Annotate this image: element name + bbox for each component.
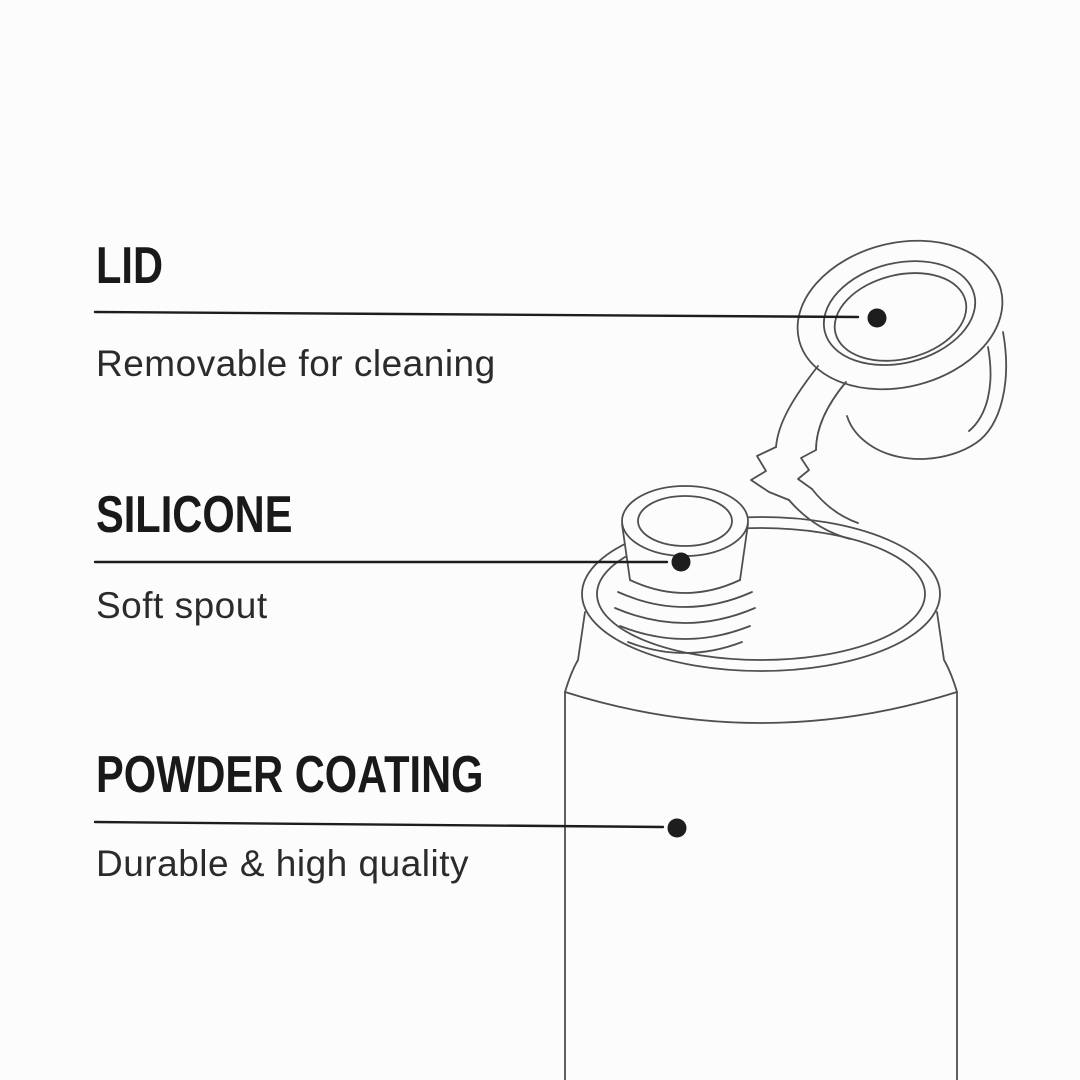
lid-arm — [815, 381, 847, 451]
lid-arm — [775, 365, 819, 448]
leader-line-lid — [93, 310, 860, 319]
outline-path — [833, 272, 968, 362]
callout-subtitle-powder-coating: Durable & high quality — [96, 843, 469, 884]
hinge-hook — [788, 499, 851, 540]
hinge — [797, 449, 817, 490]
hinge-hook — [811, 488, 859, 524]
thread-line — [627, 641, 743, 654]
thread-line — [614, 607, 756, 624]
cap-rim — [581, 516, 941, 672]
outline-path — [621, 523, 631, 581]
leader-line-powder-coating — [93, 820, 665, 829]
lid-skirt-inner — [968, 346, 992, 432]
callout-subtitle-lid: Removable for cleaning — [96, 343, 496, 384]
callout-subtitle-silicone: Soft spout — [96, 585, 268, 626]
hinge — [750, 446, 790, 501]
bottle-body — [564, 611, 958, 1080]
thread-line — [617, 591, 753, 608]
outline-path — [629, 579, 741, 594]
outline-path — [564, 611, 586, 1080]
outline-path — [822, 260, 977, 366]
outline-path — [739, 523, 749, 581]
outline-path — [936, 611, 958, 1080]
lid-skirt — [846, 331, 1007, 460]
flip-lid — [750, 239, 1007, 540]
outline-path — [596, 527, 926, 661]
callout-dot-silicone — [671, 552, 691, 572]
outline-path — [581, 516, 941, 672]
callout-dot-powder-coating — [667, 818, 687, 838]
outline-path — [564, 691, 958, 724]
outline-path — [637, 495, 733, 547]
callout-title-lid: LID — [96, 237, 164, 295]
thread-line — [619, 625, 751, 640]
callout-title-powder-coating: POWDER COATING — [96, 746, 484, 804]
outline-path — [796, 239, 1004, 391]
callout-dot-lid — [867, 308, 887, 328]
callout-title-silicone: SILICONE — [96, 486, 293, 544]
